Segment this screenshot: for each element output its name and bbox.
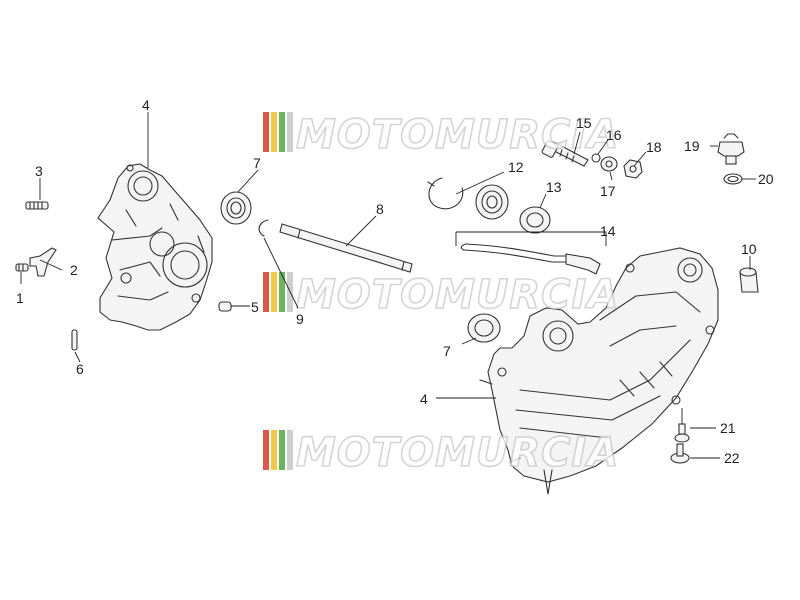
callout-7: 7 <box>253 155 261 171</box>
sender-unit <box>717 133 745 165</box>
callout-19: 19 <box>684 138 700 154</box>
left-crankcase-half <box>97 163 213 331</box>
watermark-bottom: MOTOMURCIA <box>263 429 619 477</box>
callout-18: 18 <box>646 139 662 155</box>
callout-2: 2 <box>70 262 78 278</box>
washer-21 <box>674 423 690 443</box>
o-ring-20 <box>723 173 743 185</box>
small-screw <box>15 263 29 272</box>
circlip-shaft <box>258 219 269 237</box>
stripe-green <box>279 112 285 152</box>
screw-22 <box>670 443 690 464</box>
bearing-upper <box>220 191 252 225</box>
callout-20: 20 <box>758 171 774 187</box>
watermark-text: MOTOMURCIA <box>296 272 619 318</box>
callout-10: 10 <box>741 241 757 257</box>
drive-shaft <box>279 223 413 273</box>
stripe-red <box>263 112 269 152</box>
right-crankcase-half <box>479 247 719 495</box>
stripe-gray <box>287 112 293 152</box>
watermark-middle: MOTOMURCIA <box>263 271 619 319</box>
callout-labels: 4 3 2 1 6 5 7 9 8 12 13 15 16 17 18 19 2… <box>16 97 774 466</box>
callout-13: 13 <box>546 179 562 195</box>
callout-7: 7 <box>443 343 451 359</box>
callout-12: 12 <box>508 159 524 175</box>
breather-hose <box>455 231 607 275</box>
leader-lines <box>20 112 756 459</box>
bolt-15 <box>541 140 589 167</box>
oil-seal <box>519 206 551 234</box>
callout-17: 17 <box>600 183 616 199</box>
watermark-text: MOTOMURCIA <box>296 112 619 158</box>
callout-5: 5 <box>251 299 259 315</box>
callout-4: 4 <box>420 391 428 407</box>
bearing-lower <box>467 313 501 343</box>
dowel-pin <box>71 329 78 351</box>
nut-18 <box>623 159 643 179</box>
callout-15: 15 <box>576 115 592 131</box>
callout-3: 3 <box>35 163 43 179</box>
callout-22: 22 <box>724 450 740 466</box>
callout-14: 14 <box>600 223 616 239</box>
watermark-text: MOTOMURCIA <box>296 430 619 476</box>
bearing-12 <box>475 184 509 220</box>
stud-bolt <box>25 201 49 210</box>
small-washer <box>591 153 601 163</box>
callout-9: 9 <box>296 311 304 327</box>
callout-21: 21 <box>720 420 736 436</box>
stripe-yellow <box>271 112 277 152</box>
callout-8: 8 <box>376 201 384 217</box>
callout-4: 4 <box>142 97 150 113</box>
callout-1: 1 <box>16 290 24 306</box>
watermark-top: MOTOMURCIA <box>263 111 619 159</box>
callout-6: 6 <box>76 361 84 377</box>
snap-ring <box>427 177 464 210</box>
small-plug <box>218 301 232 312</box>
bushing-10 <box>739 267 759 293</box>
washer-17 <box>600 156 618 172</box>
callout-16: 16 <box>606 127 622 143</box>
retaining-clip <box>29 247 57 277</box>
